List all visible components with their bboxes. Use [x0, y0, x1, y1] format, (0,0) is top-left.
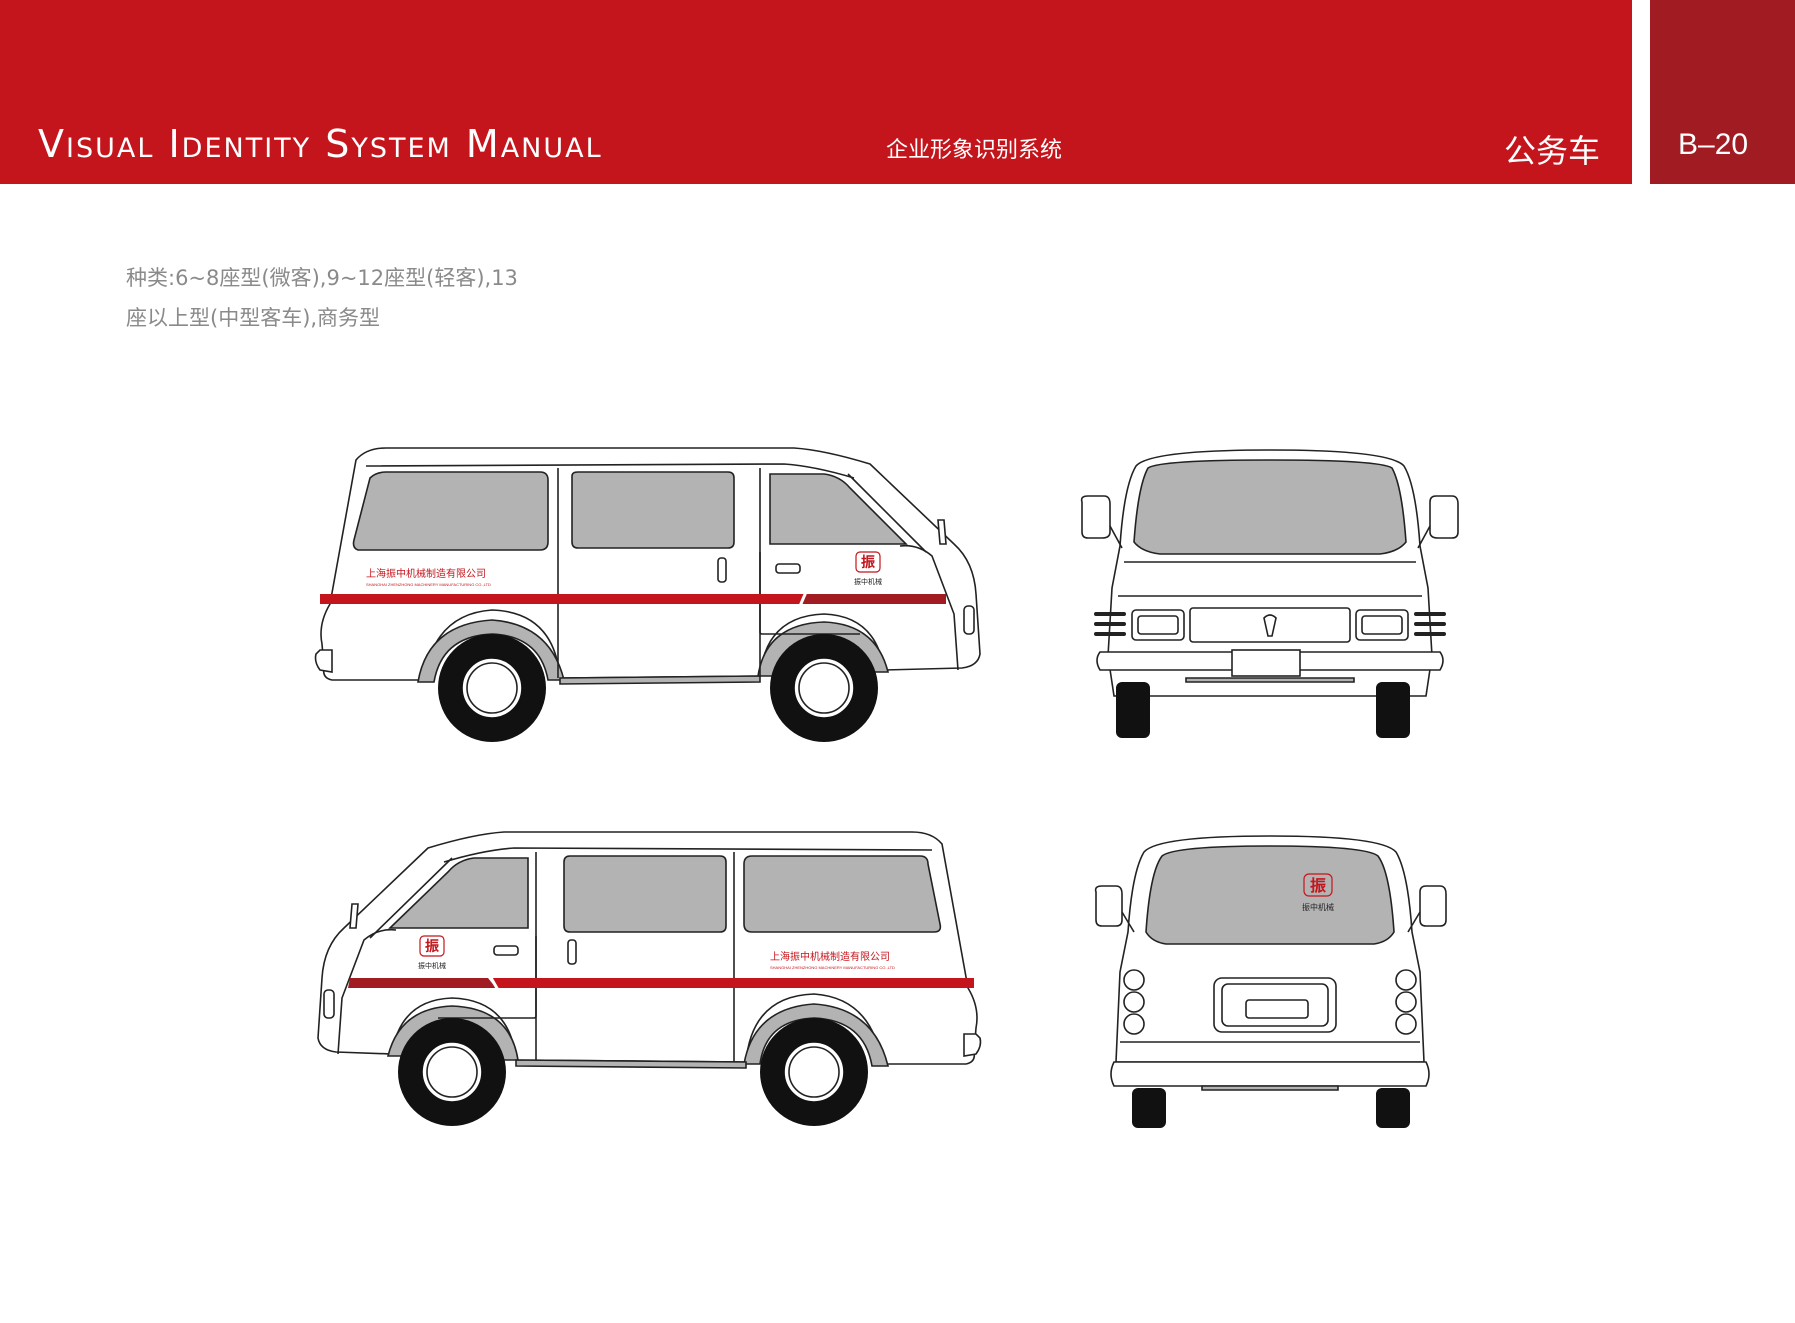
svg-text:振中机械: 振中机械 — [854, 577, 882, 586]
svg-text:振: 振 — [1310, 876, 1326, 895]
van2-brand-logo: 振 振中机械 — [418, 935, 446, 970]
page-tab — [1650, 0, 1795, 184]
manual-title-cn: 企业形象识别系统 — [886, 138, 1063, 163]
van1-brand-logo: 振 振中机械 — [854, 551, 882, 586]
svg-text:振中机械: 振中机械 — [418, 961, 446, 970]
van1-company-name-en: SHANGHAI ZHENZHONG MACHINERY MANUFACTURI… — [366, 582, 491, 587]
van-side-view-left: 上海振中机械制造有限公司 SHANGHAI ZHENZHONG MACHINER… — [314, 828, 994, 1128]
page-number: B–20 — [1678, 128, 1749, 161]
van2-company-name-en: SHANGHAI ZHENZHONG MACHINERY MANUFACTURI… — [770, 965, 895, 970]
svg-text:振中机械: 振中机械 — [1302, 902, 1334, 912]
van2-company-name-cn: 上海振中机械制造有限公司 — [770, 950, 890, 963]
header-bar — [0, 0, 1632, 184]
van-rear-view-with-logo: 振 振中机械 — [1090, 832, 1470, 1132]
section-title: 公务车 — [1504, 132, 1601, 170]
van-side-view-right: 上海振中机械制造有限公司 SHANGHAI ZHENZHONG MACHINER… — [314, 444, 984, 744]
vehicle-type-description: 种类:6~8座型(微客),9~12座型(轻客),13座以上型(中型客车),商务型 — [126, 266, 518, 330]
manual-title-en: Visual Identity System Manual — [38, 122, 603, 166]
van2-rear-brand-logo: 振 振中机械 — [1302, 873, 1334, 912]
van1-company-name-cn: 上海振中机械制造有限公司 — [366, 567, 486, 580]
svg-text:振: 振 — [861, 554, 875, 571]
van-rear-view — [1080, 446, 1460, 746]
svg-text:振: 振 — [425, 938, 439, 955]
